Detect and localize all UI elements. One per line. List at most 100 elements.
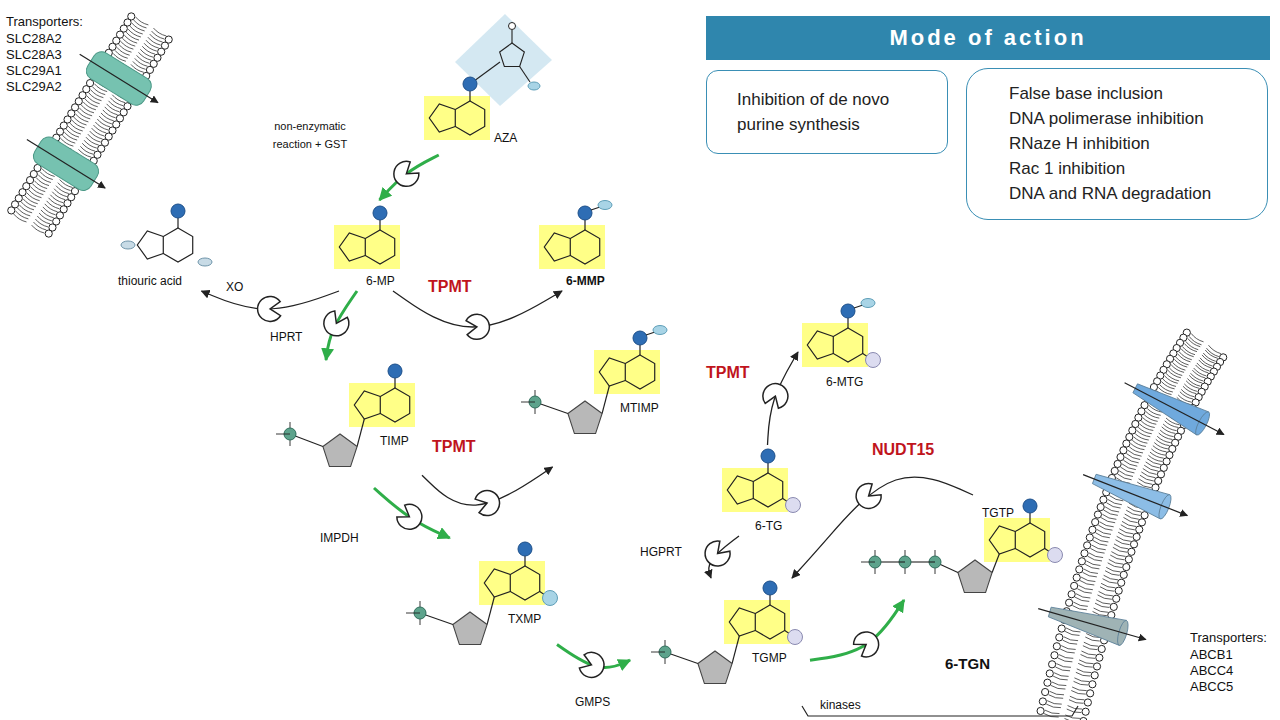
mode-text: DNA polimerase inhibition xyxy=(1009,106,1257,131)
label-holder: ABCC4 xyxy=(1190,661,1233,679)
lipid-tail xyxy=(1141,472,1155,478)
lipid-tail xyxy=(1150,452,1164,458)
molecule: AZA xyxy=(420,20,545,155)
lipid-tail xyxy=(1072,606,1086,610)
lipid-head xyxy=(1110,603,1117,610)
lipid-tail xyxy=(1056,667,1071,671)
lipid-tail xyxy=(1065,718,1080,720)
molecule: MTIMP xyxy=(500,322,675,467)
enzyme-label: non-enzymatic reaction + GST xyxy=(273,120,347,150)
lipid-tail xyxy=(1085,564,1099,569)
lipid-tail xyxy=(1151,449,1165,455)
enzyme-icon xyxy=(466,314,489,339)
lipid-tail xyxy=(1052,682,1067,686)
lipid-tail xyxy=(1113,547,1127,552)
lipid-tail xyxy=(1044,714,1059,718)
lipid-tail xyxy=(1140,475,1154,481)
lipid-tail xyxy=(152,31,165,39)
lipid-tail xyxy=(1122,464,1136,470)
transporter-label: SLC29A1 xyxy=(6,63,62,78)
lipid-tail xyxy=(1122,521,1136,526)
lipid-tail xyxy=(144,43,157,51)
lipid-head xyxy=(1115,587,1122,594)
lipid-tail xyxy=(126,32,139,40)
label-holder: AZA xyxy=(494,128,517,146)
lipid-tail xyxy=(95,122,108,130)
lipid-tail xyxy=(1143,469,1157,475)
enzyme-icon xyxy=(324,311,349,336)
lipid-tail xyxy=(1189,336,1201,344)
lipid-tail xyxy=(1126,454,1140,460)
lipid-tail xyxy=(1060,649,1074,653)
lipid-head xyxy=(1136,526,1143,533)
enzyme-icon xyxy=(475,491,499,516)
label-holder: Transporters: xyxy=(6,12,83,30)
lipid-tail xyxy=(1072,687,1087,691)
lipid-tail xyxy=(1065,631,1079,635)
molecule: TGTP xyxy=(835,495,1065,600)
lipid-tail xyxy=(1069,700,1084,704)
lipid-head xyxy=(1100,496,1107,503)
lipid-tail xyxy=(1083,646,1097,650)
lipid-tail xyxy=(1163,379,1176,386)
lipid-head xyxy=(1037,707,1044,714)
label-holder: TPMT xyxy=(428,277,472,296)
molecule: 6-MMP xyxy=(535,195,625,291)
transporter-label: SLC28A2 xyxy=(6,31,62,46)
lipid-tail xyxy=(84,140,97,148)
lipid-tail xyxy=(1081,654,1095,658)
lipid-head xyxy=(1082,708,1089,715)
lipid-tail xyxy=(1176,357,1189,365)
lipid-tail xyxy=(1064,637,1078,641)
lipid-tail xyxy=(1103,579,1117,584)
lipid-tail xyxy=(1106,567,1120,572)
lipid-tail xyxy=(1076,594,1090,598)
lipid-tail xyxy=(1053,676,1068,680)
lipid-tail xyxy=(1088,556,1102,561)
label-holder: MTIMP xyxy=(620,398,659,416)
molecule-structure xyxy=(424,14,552,140)
lipid-tail xyxy=(122,38,135,46)
lipid-tail xyxy=(1045,710,1060,714)
lipid-tail xyxy=(1080,581,1094,585)
main-pathway-arrow xyxy=(374,488,450,538)
lipid-tail xyxy=(1121,525,1135,530)
lipid-tail xyxy=(1100,587,1114,591)
lipid-head xyxy=(1096,654,1103,661)
lipid-tail xyxy=(32,184,45,192)
label-holder: XO xyxy=(226,277,243,295)
lipid-tail xyxy=(1049,695,1064,699)
lipid-head xyxy=(1141,512,1148,519)
molecule-structure xyxy=(651,581,803,684)
lipid-tail xyxy=(1107,503,1121,508)
molecule-structure xyxy=(406,542,558,645)
enzyme-label: XO xyxy=(226,280,243,294)
transporter-label: ABCC5 xyxy=(1190,679,1233,694)
lipid-head xyxy=(1056,634,1063,641)
lipid-head xyxy=(1123,563,1130,570)
lipid-tail xyxy=(47,201,60,209)
lipid-tail xyxy=(1076,672,1091,676)
molecule-name: MTIMP xyxy=(620,401,659,415)
lipid-tail xyxy=(88,134,101,142)
lipid-head xyxy=(1089,681,1096,688)
label-holder: TGTP xyxy=(982,503,1014,521)
lipid-tail xyxy=(1147,459,1161,465)
enzyme-label: TPMT xyxy=(432,438,476,455)
label-holder: TXMP xyxy=(508,609,541,627)
lipid-tail xyxy=(1139,479,1153,485)
lipid-tail xyxy=(1173,362,1186,370)
molecule-name: TIMP xyxy=(380,434,409,448)
lipid-tail xyxy=(1081,577,1095,581)
lipid-tail xyxy=(1131,444,1145,450)
lipid-tail xyxy=(1090,548,1104,553)
lipid-tail xyxy=(137,55,150,63)
molecule-name: AZA xyxy=(494,131,517,145)
transport-arrow xyxy=(1038,609,1146,640)
lipid-tail xyxy=(1068,706,1083,710)
lipid-tail xyxy=(1125,514,1139,519)
lipid-head xyxy=(1058,625,1065,632)
lipid-head xyxy=(1126,433,1133,440)
lipid-tail xyxy=(1109,559,1123,564)
enzyme-label: kinases xyxy=(820,698,861,712)
